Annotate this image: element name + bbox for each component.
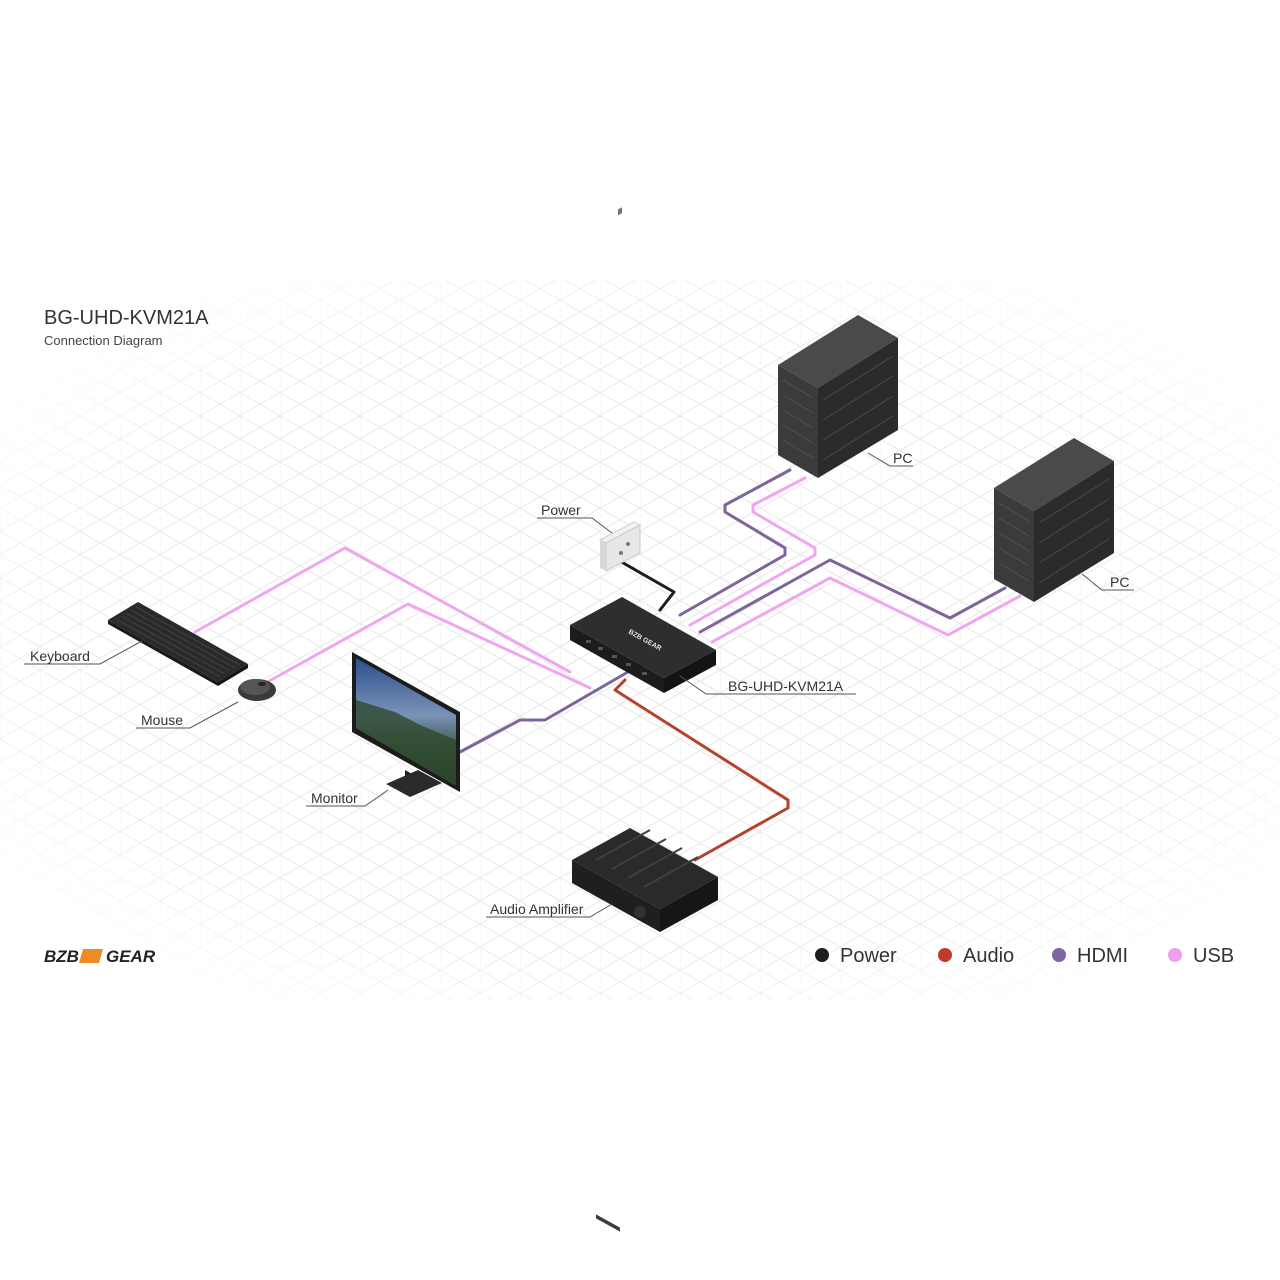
- leader-line-mouse: [136, 701, 239, 729]
- legend-swatch-audio: [938, 948, 952, 962]
- keyboard: [108, 602, 248, 686]
- label-audio-amplifier: Audio Amplifier: [490, 901, 584, 917]
- legend-label-usb: USB: [1193, 945, 1234, 967]
- hdmi-cable-pc-top: [678, 468, 792, 617]
- leader-line-pc-top: [867, 452, 913, 467]
- hdmi-cable-monitor: [458, 663, 642, 754]
- label-kvm-switch: BG-UHD-KVM21A: [728, 678, 844, 694]
- pc-tower-right: [994, 438, 1114, 602]
- legend-swatch-usb: [1168, 948, 1182, 962]
- brand-logo-left: BZB: [44, 947, 79, 966]
- legend: Power Audio HDMI USB: [815, 945, 1234, 967]
- diagram-title: BG-UHD-KVM21A: [44, 307, 209, 329]
- usb-cable-pc-right: [710, 576, 1022, 644]
- legend-swatch-power: [815, 948, 829, 962]
- legend-swatch-hdmi: [1052, 948, 1066, 962]
- power-cable: [616, 558, 676, 612]
- brand-logo-mark: [79, 949, 103, 963]
- pc-tower-top: [778, 315, 898, 478]
- usb-cable-mouse: [260, 602, 592, 690]
- legend-item-usb: USB: [1168, 945, 1234, 967]
- audio-cable: [613, 678, 790, 862]
- label-pc-top: PC: [893, 450, 912, 466]
- leader-line-keyboard: [24, 640, 143, 665]
- power-outlet: [598, 207, 642, 572]
- legend-label-audio: Audio: [963, 945, 1014, 967]
- mouse: [238, 679, 276, 701]
- legend-item-hdmi: HDMI: [1052, 945, 1128, 967]
- label-mouse: Mouse: [141, 712, 183, 728]
- label-keyboard: Keyboard: [30, 648, 90, 664]
- label-power-outlet: Power: [541, 502, 581, 518]
- legend-label-hdmi: HDMI: [1077, 945, 1128, 967]
- audio-amplifier: [572, 828, 718, 1232]
- brand-logo: BZB GEAR: [44, 947, 156, 966]
- leader-line-power: [537, 517, 613, 534]
- monitor: [352, 652, 460, 797]
- usb-cable-pc-top: [688, 476, 817, 627]
- leader-line-kvm: [679, 675, 856, 695]
- hdmi-cable-pc-right: [698, 558, 1007, 634]
- legend-item-power: Power: [815, 945, 897, 967]
- usb-cable-keyboard: [193, 546, 572, 674]
- leader-line-amplifier: [486, 903, 613, 918]
- label-pc-right: PC: [1110, 574, 1129, 590]
- label-monitor: Monitor: [311, 790, 358, 806]
- legend-label-power: Power: [840, 945, 897, 967]
- leader-line-monitor: [306, 789, 389, 807]
- diagram-subtitle: Connection Diagram: [44, 333, 163, 348]
- kvm-switch: BZB GEAR: [570, 597, 716, 693]
- brand-logo-right: GEAR: [106, 947, 156, 966]
- legend-item-audio: Audio: [938, 945, 1014, 967]
- leader-line-pc-right: [1081, 573, 1134, 591]
